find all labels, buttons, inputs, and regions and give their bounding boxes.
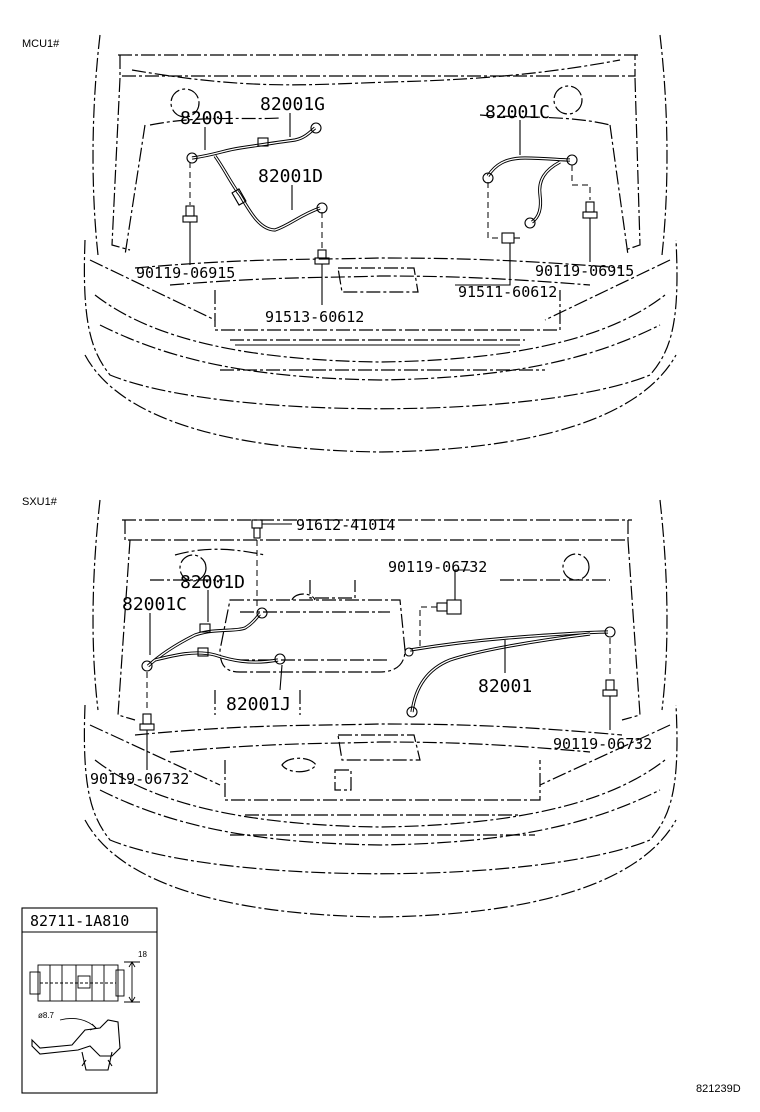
bottom-ground-wire-82001 <box>404 626 616 718</box>
top-bolt-center-right-label: 91511-60612 <box>458 283 557 301</box>
clamp-dimension-height: 18 <box>138 950 147 959</box>
diagram-id: 821239D <box>696 1083 741 1095</box>
top-bolt-right-label: 90119-06915 <box>535 262 634 280</box>
bottom-bolt-left-label: 90119-06732 <box>90 770 189 788</box>
top-part-82001C-label: 82001C <box>485 102 550 123</box>
bottom-bolt-right-top-label: 90119-06732 <box>388 558 487 576</box>
bottom-part-82001-label: 82001 <box>478 676 532 697</box>
bottom-ground-wire-82001C-82001D <box>141 607 286 672</box>
bottom-part-82001C-label: 82001C <box>122 594 187 615</box>
clamp-detail-box <box>21 907 158 1094</box>
bottom-engine-bay <box>83 499 678 918</box>
bottom-variant-label: SXU1# <box>22 496 58 508</box>
top-part-82001G-label: 82001G <box>260 94 325 115</box>
clamp-part-number: 82711-1A810 <box>30 912 129 930</box>
top-variant-label: MCU1# <box>22 38 60 50</box>
bottom-bolts <box>139 519 618 770</box>
top-bolts <box>182 162 598 305</box>
bottom-leaders <box>149 590 506 691</box>
top-ground-wire-82001-82001G <box>186 122 328 232</box>
top-bolt-left-label: 90119-06915 <box>136 264 235 282</box>
bottom-part-82001J-label: 82001J <box>226 694 291 715</box>
bottom-bolt-right-label: 90119-06732 <box>553 735 652 753</box>
top-bolt-center-label: 91513-60612 <box>265 308 364 326</box>
top-leaders <box>204 113 521 210</box>
bottom-part-82001D-label: 82001D <box>180 572 245 593</box>
clamp-dimension-diameter: ø8.7 <box>38 1011 55 1020</box>
top-engine-bay <box>83 34 678 453</box>
top-ground-wire-82001C <box>482 154 578 229</box>
top-part-82001D-label: 82001D <box>258 166 323 187</box>
top-part-82001-label: 82001 <box>180 108 234 129</box>
bottom-bolt-top-label: 91612-41014 <box>296 516 395 534</box>
